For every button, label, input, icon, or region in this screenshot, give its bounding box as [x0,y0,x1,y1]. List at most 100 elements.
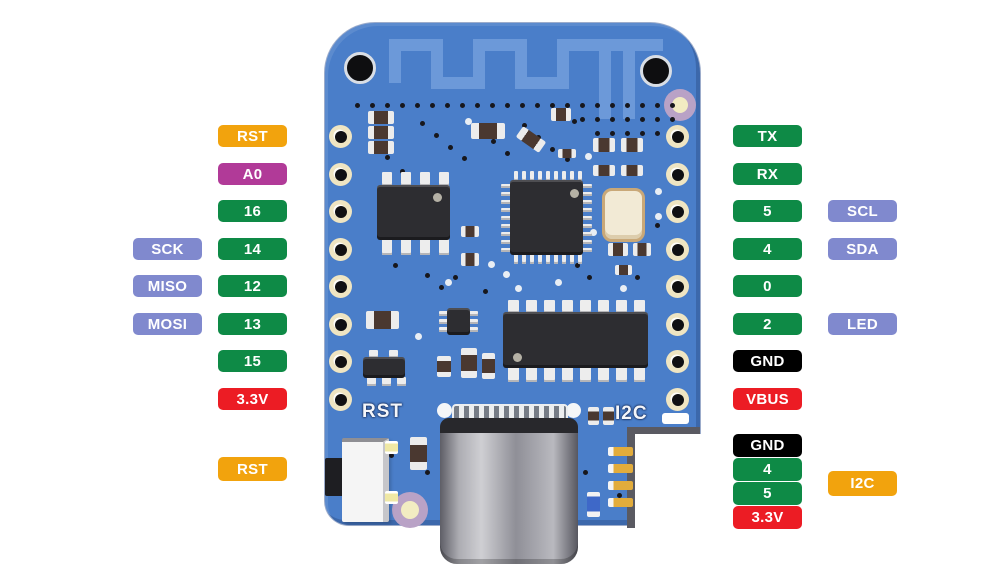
via-dot [617,493,622,498]
smd-component [368,111,394,124]
pin-badge-5: 5 [733,482,802,505]
chip-pin [382,172,392,186]
i2c-gold-pin [608,481,633,490]
via-dot [400,103,405,108]
chip-pin [544,367,555,382]
chip-pin1-dot [513,353,522,362]
chip-pin [582,232,592,236]
chip-pin1-dot [570,189,579,198]
pin-badge-sda: SDA [828,238,897,260]
chip-pin [546,254,550,264]
chip-pin [580,300,591,313]
via-pad-dot [585,153,592,160]
via-dot [580,117,585,122]
chip-pin [389,350,398,358]
chip-pin [616,300,627,313]
pin-hole-left [329,200,352,223]
chip-pin1-dot [433,193,442,202]
chip-pin [634,300,645,313]
smd-component [621,138,643,152]
small-transistor-chip [447,308,470,335]
via-dot [385,103,390,108]
via-dot [355,103,360,108]
chip-pin [501,184,511,188]
i2c-gold-pin [608,447,633,456]
via-dot [595,117,600,122]
pin-hole-right [666,163,689,186]
pin-badge-rx: RX [733,163,802,185]
via-dot [565,103,570,108]
via-pad-dot [503,271,510,278]
pin-hole-right [666,275,689,298]
chip-pin [508,300,519,313]
via-dot [580,103,585,108]
chip-pin [420,239,430,255]
via-dot [475,103,480,108]
via-dot [625,103,630,108]
via-dot [610,117,615,122]
chip-pin [501,240,511,244]
reset-switch-actuator [325,458,346,496]
via-dot [595,131,600,136]
via-dot [655,131,660,136]
via-dot [520,103,525,108]
via-dot [550,147,555,152]
chip-pin [501,232,511,236]
chip-pin [382,239,392,255]
chip-pin [439,311,448,316]
chip-pin [501,248,511,252]
chip-pin [570,254,574,264]
via-dot [655,103,660,108]
pin-badge-12: 12 [218,275,287,297]
pin-badge-vbus: VBUS [733,388,802,410]
chip-pin [634,367,645,382]
via-dot [445,103,450,108]
via-pad-dot [465,118,472,125]
chip-pin [501,216,511,220]
smd-component [551,108,571,121]
chip-pin [562,171,566,181]
chip-pin [598,367,609,382]
via-dot [448,145,453,150]
pin-hole-right [666,350,689,373]
switch-pad [385,441,398,454]
smd-component [608,243,628,256]
usb-serial-chip [503,312,648,368]
pin-badge-tx: TX [733,125,802,147]
via-dot [550,103,555,108]
usb-c-shell-top [440,418,578,433]
mounting-hole-top-left [344,52,376,84]
via-dot [420,121,425,126]
i2c-gold-pin [608,464,633,473]
pin-hole-left [329,163,352,186]
chip-pin [562,367,573,382]
via-dot [434,133,439,138]
smd-component [515,126,547,153]
chip-pin [582,192,592,196]
smd-component [461,253,479,266]
via-dot [415,103,420,108]
usb-anchor-left [437,403,452,418]
chip-pin [562,300,573,313]
pin-badge-rst: RST [218,457,287,481]
led-indicator [587,492,600,517]
chip-pin [522,254,526,264]
via-dot [535,103,540,108]
chip-pin [439,239,449,255]
chip-pin [514,171,518,181]
pin-badge-a0: A0 [218,163,287,185]
via-dot [460,103,465,108]
chip-pin [544,300,555,313]
via-dot [670,103,675,108]
via-pad-dot [488,261,495,268]
chip-pin [397,377,406,386]
via-pad-dot [415,333,422,340]
chip-pin [538,254,542,264]
pin-badge-led: LED [828,313,897,335]
via-pad-dot [555,279,562,286]
via-dot [587,275,592,280]
chip-pin [382,377,391,386]
via-dot [430,103,435,108]
chip-pin [616,367,627,382]
